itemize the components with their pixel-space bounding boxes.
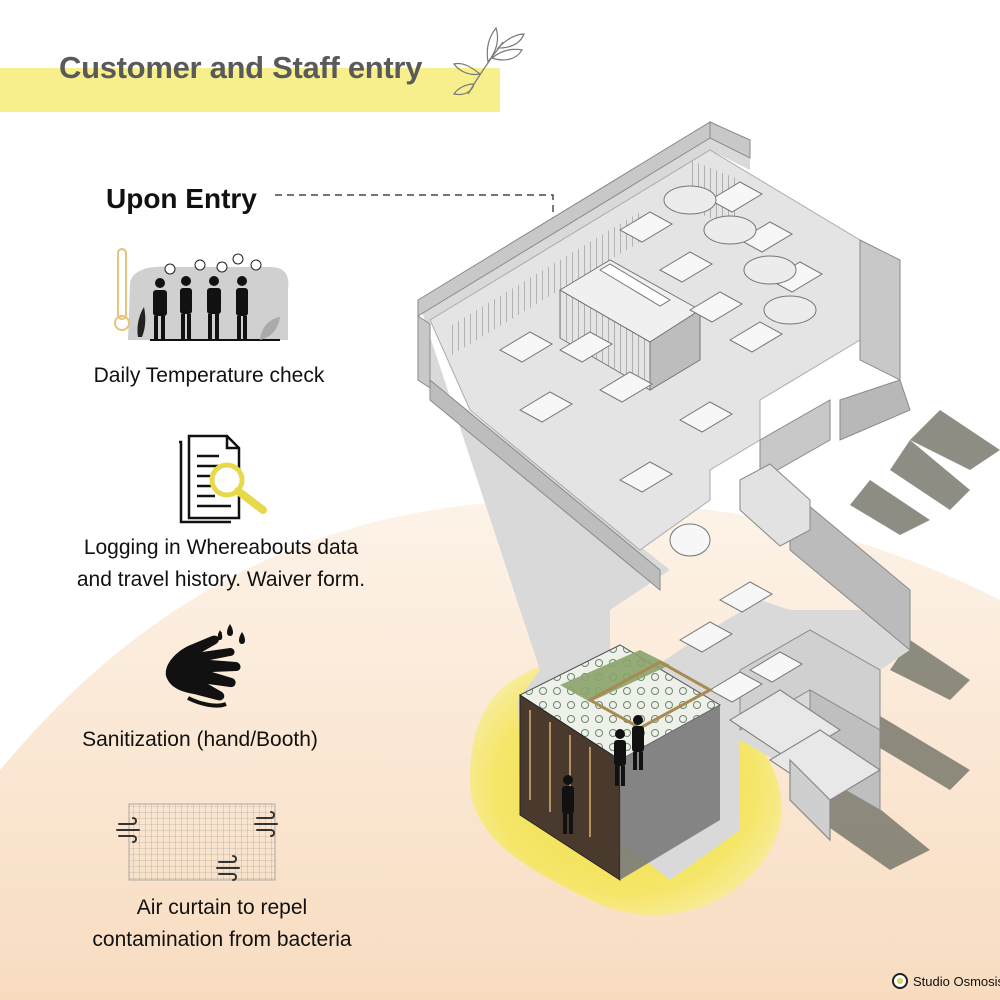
step-sanitization (160, 622, 255, 712)
upon-entry-heading: Upon Entry (106, 183, 257, 214)
air-curtain-grid-icon (116, 803, 278, 881)
entrance-vestibule (518, 644, 722, 881)
step-sanitization-label: Sanitization (hand/Booth) (82, 728, 318, 751)
service-rooms (728, 689, 882, 842)
step-logging-label: Logging in Whereabouts data and travel h… (76, 536, 366, 591)
isometric-floor-plan (417, 121, 1000, 881)
step-temperature-label: Daily Temperature check (93, 364, 325, 387)
round-table (669, 523, 711, 557)
step-air-curtain (115, 800, 285, 885)
brand-name: Studio Osmosis (913, 973, 1000, 989)
temperature-check-queue-icon (114, 248, 289, 341)
step-air-curtain-label: Air curtain to repel contamination from … (92, 896, 352, 951)
page-title: Customer and Staff entry (59, 50, 423, 85)
brand-footer: Studio Osmosis (892, 973, 1000, 989)
hand-wash-icon (165, 624, 245, 708)
people-silhouettes (562, 715, 644, 834)
leaf-sketch-icon (452, 26, 525, 96)
booths (663, 185, 817, 325)
studio-logo-icon (892, 973, 908, 989)
document-search-icon (179, 434, 267, 524)
step-logging (175, 430, 275, 525)
dining-tables (498, 181, 824, 493)
title-highlight-band (0, 68, 500, 112)
service-counter (739, 463, 811, 547)
step-temperature (110, 245, 295, 350)
